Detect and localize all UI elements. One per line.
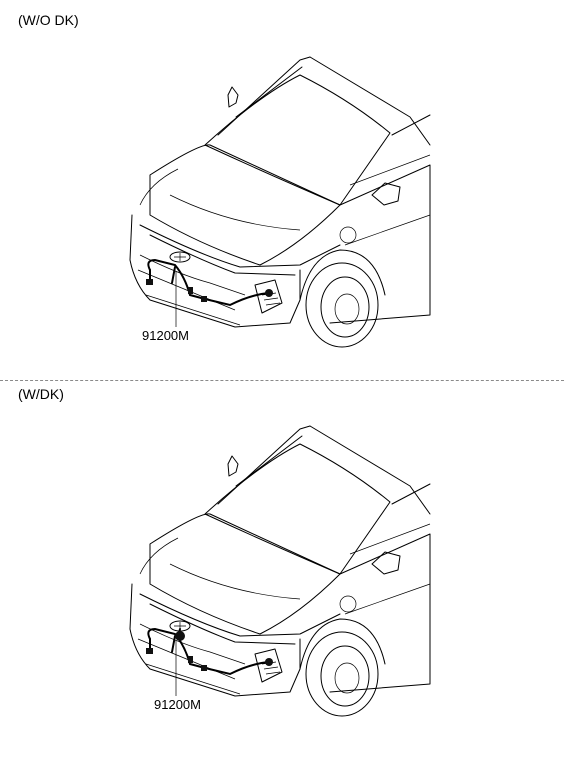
part-number-label: 91200M [154,697,201,712]
section-label-without-dk: (W/O DK) [18,12,79,28]
part-number-label: 91200M [142,328,189,343]
section-label-with-dk: (W/DK) [18,386,64,402]
section-divider [0,380,564,381]
car-front-illustration-without-dk [129,56,431,348]
car-front-illustration-with-dk [129,425,431,717]
